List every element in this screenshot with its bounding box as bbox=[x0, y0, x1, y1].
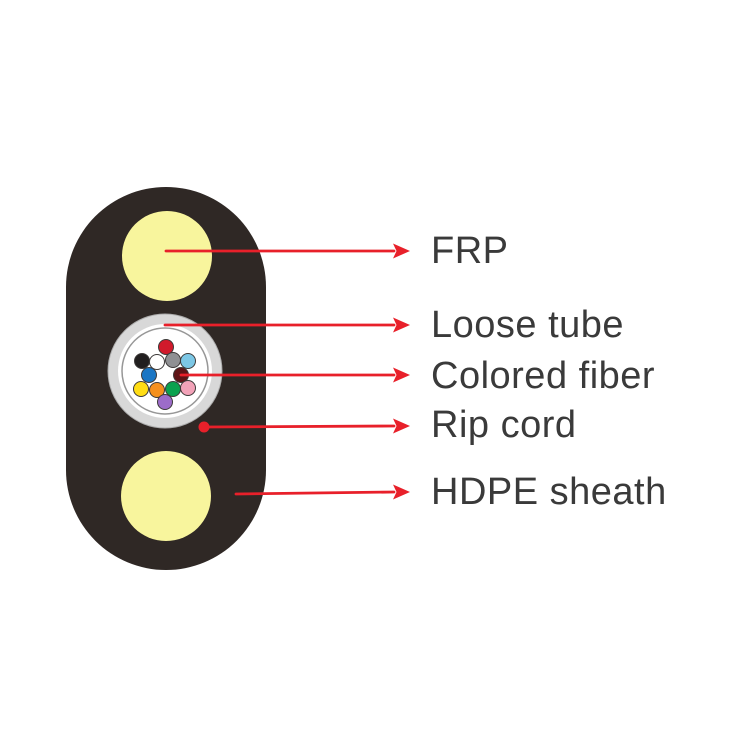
fiber-violet bbox=[157, 394, 173, 410]
label-colored-fiber: Colored fiber bbox=[431, 355, 656, 398]
fiber-rose bbox=[180, 380, 196, 396]
label-rip-cord: Rip cord bbox=[431, 404, 577, 447]
label-hdpe-sheath: HDPE sheath bbox=[431, 471, 667, 514]
label-frp: FRP bbox=[431, 230, 509, 273]
arrowhead-hdpe-sheath-icon bbox=[393, 484, 410, 500]
fiber-black bbox=[134, 353, 150, 369]
arrowhead-loose-tube-icon bbox=[393, 317, 410, 333]
fiber-blue bbox=[141, 367, 157, 383]
label-loose-tube: Loose tube bbox=[431, 304, 625, 347]
fiber-yellow bbox=[133, 381, 149, 397]
fiber-slate bbox=[165, 352, 181, 368]
arrowhead-frp-icon bbox=[393, 243, 410, 259]
frp-rod-top bbox=[122, 211, 212, 301]
arrowheads bbox=[393, 243, 410, 500]
leader-line-rip-cord bbox=[202, 424, 396, 429]
fiber-green bbox=[165, 381, 181, 397]
leader-lines bbox=[163, 249, 396, 496]
frp-rod-bottom bbox=[121, 451, 211, 541]
arrowhead-rip-cord-icon bbox=[393, 418, 410, 434]
arrowhead-colored-fiber-icon bbox=[393, 367, 410, 383]
fiber-white bbox=[149, 354, 165, 370]
colored-fiber-group bbox=[133, 339, 196, 410]
fiber-aqua bbox=[180, 353, 196, 369]
fiber-orange bbox=[149, 382, 165, 398]
fiber-red bbox=[158, 339, 174, 355]
leader-line-hdpe-sheath bbox=[234, 490, 396, 496]
